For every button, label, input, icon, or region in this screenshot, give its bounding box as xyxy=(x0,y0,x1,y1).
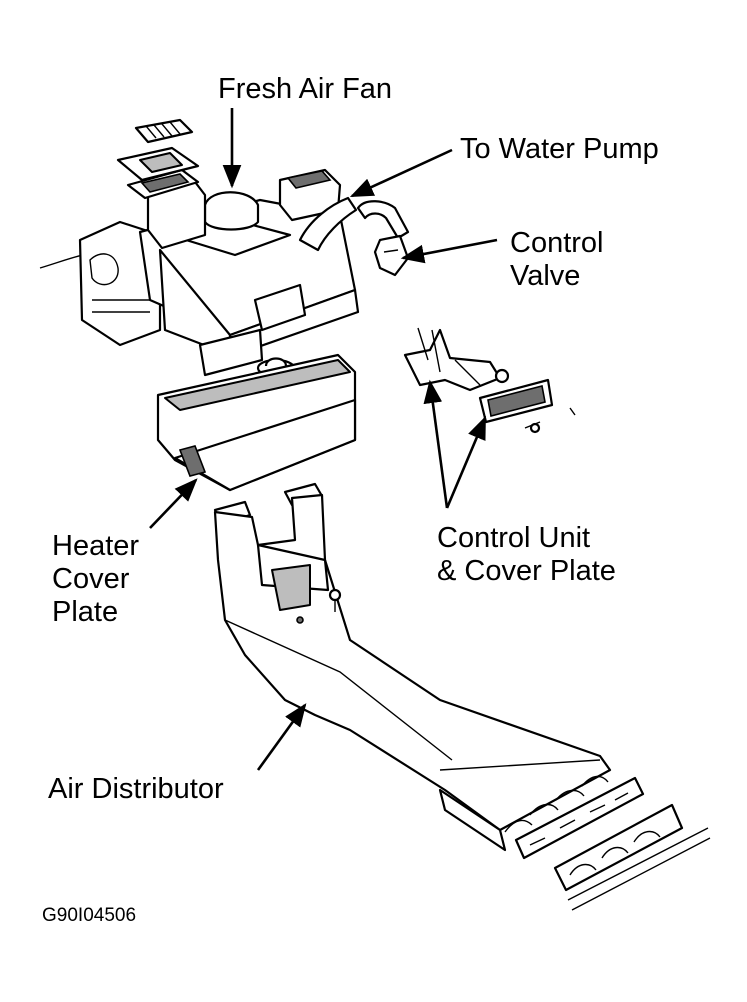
heater-assembly xyxy=(39,118,360,378)
label-control-unit-1: Control Unit xyxy=(437,522,590,554)
heater-left-housing xyxy=(78,220,162,347)
arrow-air-distributor xyxy=(256,703,307,771)
air-distributor-duct xyxy=(213,482,612,852)
screw xyxy=(328,588,342,602)
fresh-air-fan xyxy=(203,191,260,231)
arrow-control-unit-b xyxy=(445,415,487,509)
label-control-valve-2: Valve xyxy=(510,260,580,292)
label-to-water-pump: To Water Pump xyxy=(460,133,659,165)
label-heater-cover-1: Heater xyxy=(52,530,139,562)
arrow-control-valve xyxy=(400,238,498,264)
cover-slot xyxy=(178,445,207,477)
inlet-grille xyxy=(134,118,194,144)
trim-strip xyxy=(567,827,711,911)
outlet-grille-1 xyxy=(514,776,645,860)
water-pipe xyxy=(298,196,358,252)
arrow-water-pump xyxy=(349,148,453,198)
control-unit-part xyxy=(403,327,576,434)
outlet-grilles xyxy=(514,776,711,911)
label-heater-cover-3: Plate xyxy=(52,596,118,628)
control-valve-part xyxy=(356,200,410,277)
label-control-valve-1: Control xyxy=(510,227,604,259)
arrow-heater-cover xyxy=(149,478,198,529)
duct-opening xyxy=(271,564,311,611)
arrow-control-unit-a xyxy=(423,379,449,509)
figure-code: G90I04506 xyxy=(42,905,136,926)
label-control-unit-2: & Cover Plate xyxy=(437,555,616,587)
label-heater-cover-2: Cover xyxy=(52,563,130,595)
heater-cover-plate xyxy=(156,353,357,492)
label-air-distributor: Air Distributor xyxy=(48,773,224,805)
label-fresh-air-fan: Fresh Air Fan xyxy=(218,73,392,105)
